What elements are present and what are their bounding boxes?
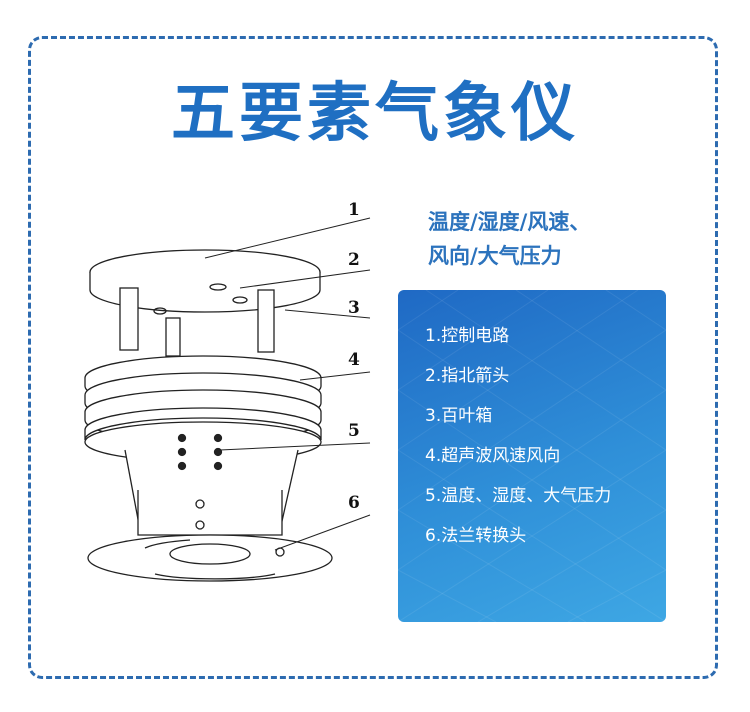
list-item: 6.法兰转换头	[425, 526, 527, 546]
lower-column	[137, 490, 283, 536]
flange-adapter	[87, 534, 333, 582]
support-post-middle	[165, 317, 181, 357]
subtitle-line-1: 温度/湿度/风速、	[428, 210, 591, 234]
dashed-frame	[28, 36, 718, 679]
list-item: 2.指北箭头	[425, 366, 510, 386]
subtitle-line-2: 风向/大气压力	[428, 244, 562, 268]
weather-station-diagram: 1 2 3 4 5 6	[84, 200, 371, 582]
component-panel: 1.控制电路 2.指北箭头 3.百叶箱 4.超声波风速风向 5.温度、湿度、大气…	[398, 290, 666, 622]
list-item: 4.超声波风速风向	[425, 446, 561, 466]
measurement-subtitle: 温度/湿度/风速、 风向/大气压力	[428, 205, 718, 273]
list-item: 3.百叶箱	[425, 406, 493, 426]
page-title: 五要素气象仪	[171, 77, 579, 151]
panel-diamond-pattern	[398, 290, 666, 622]
leader-lines	[204, 217, 371, 551]
callout-3: 3	[348, 298, 360, 318]
component-list: 1.控制电路 2.指北箭头 3.百叶箱 4.超声波风速风向 5.温度、湿度、大气…	[425, 326, 611, 566]
list-item: 5.温度、湿度、大气压力	[425, 486, 612, 506]
callout-4: 4	[348, 350, 360, 370]
support-post-right	[257, 289, 275, 353]
callout-2: 2	[348, 250, 360, 270]
callout-5: 5	[348, 421, 360, 441]
callout-1: 1	[348, 200, 360, 220]
list-item: 1.控制电路	[425, 326, 510, 346]
callout-6: 6	[348, 493, 360, 513]
support-post-left	[119, 287, 139, 351]
